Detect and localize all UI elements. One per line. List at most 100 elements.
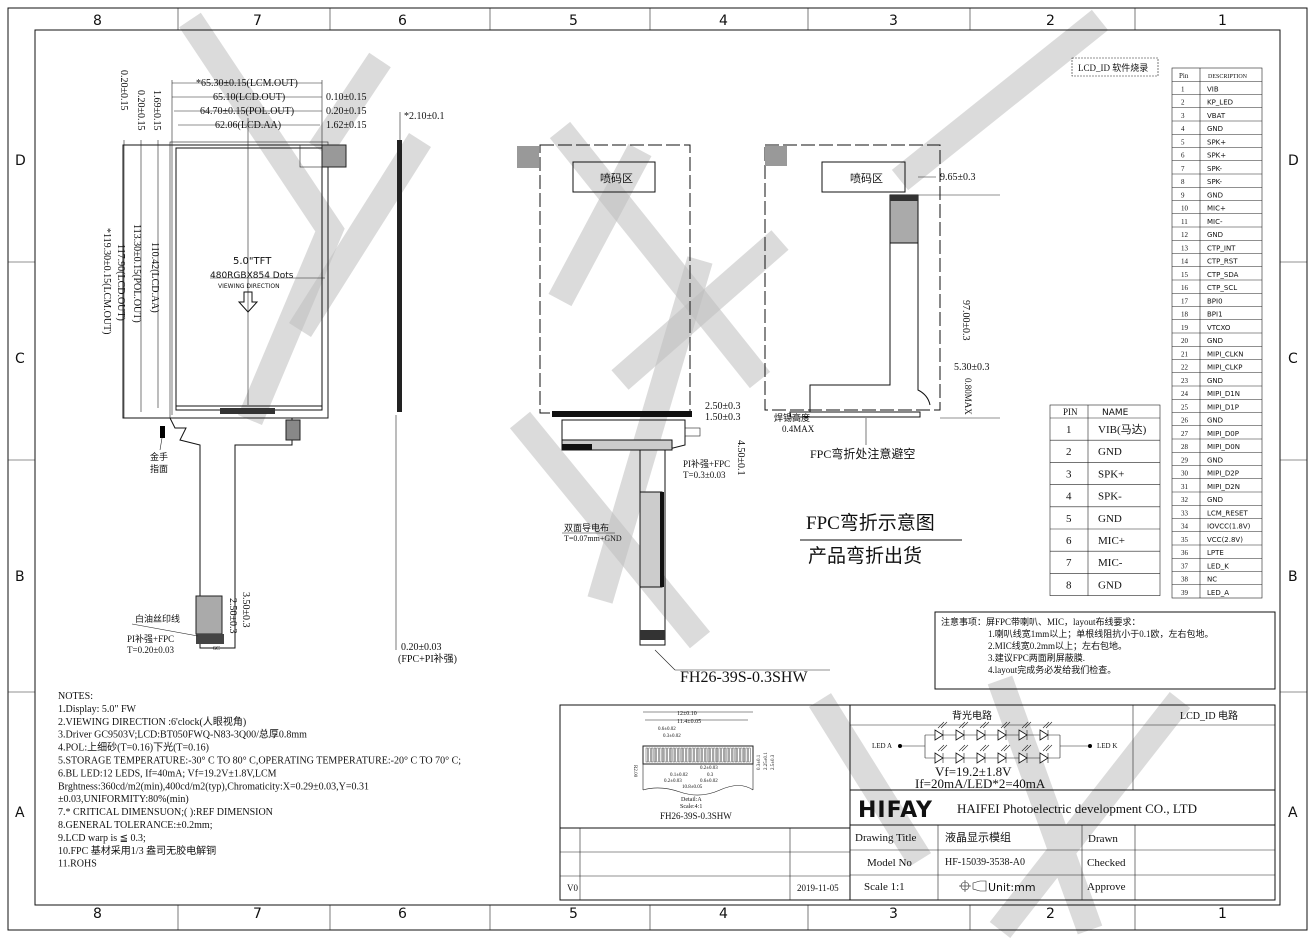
layout-note-4: 4.layout完成务必发给我们检查。 — [988, 664, 1116, 675]
pin-description: MIPI_D1P — [1207, 403, 1239, 411]
drawn-label: Drawn — [1088, 833, 1118, 845]
note-line: 5.STORAGE TEMPERATURE:-30° C TO 80° C,OP… — [58, 756, 461, 767]
note-line: 11.ROHS — [58, 859, 97, 870]
pin-description: GND — [1207, 191, 1223, 199]
backlight-header: 背光电路 — [952, 709, 992, 722]
frame-row-label: C — [1288, 351, 1298, 367]
pin-number: 38 — [1181, 576, 1189, 584]
pin-number: 19 — [1181, 324, 1189, 332]
pin-description: CTP_SDA — [1207, 271, 1239, 279]
pin-description: MIPI_D2N — [1207, 483, 1240, 491]
frame-row-label: B — [1288, 569, 1298, 585]
pin-number: 15 — [1181, 271, 1189, 279]
detail-dim-13: R2.00 — [632, 765, 637, 778]
pin-description: CTP_SCL — [1207, 284, 1237, 292]
general-notes: NOTES:1.Display: 5.0" FW2.VIEWING DIRECT… — [58, 691, 461, 870]
led-diode-icon — [1039, 744, 1053, 764]
pin-description: NC — [1207, 576, 1217, 584]
bend-diagram-title: FPC弯折示意图 — [806, 512, 935, 534]
dim-back-2: 4.50±0.1 — [735, 440, 746, 476]
dim-right-1: 0.20±0.15 — [326, 106, 367, 117]
led-diode-icon — [1018, 744, 1032, 764]
pin-description: MIPI_CLKP — [1207, 364, 1243, 372]
layout-notes: 注意事项：屏FPC带喇叭、MIC，layout布线要求： 1.喇叭线宽1mm以上… — [934, 611, 1276, 690]
pin-description: VIB — [1207, 85, 1219, 93]
pin-description: VCC(2.8V) — [1207, 536, 1243, 544]
pin-number: 35 — [1181, 536, 1189, 544]
frame-column-label: 4 — [719, 906, 728, 922]
detail-dim-8: 0.6±0.02 — [700, 779, 718, 784]
detail-dim-11: 2.25±0.1 — [764, 752, 769, 770]
note-line: 1.Display: 5.0" FW — [58, 704, 137, 715]
pin-name: VIB(马达) — [1098, 423, 1147, 436]
note-line: 4.POL:上细砂(T=0.16)下光(T=0.16) — [58, 741, 209, 754]
frame-column-label: 8 — [93, 13, 102, 29]
pin-description: SPK+ — [1207, 152, 1226, 160]
pin-table-row: 20 GND — [1181, 337, 1223, 345]
connector-detail: 12±0.10 11.4±0.05 0.6±0.02 0.3±0.02 0.2±… — [632, 711, 776, 821]
pin-number: 8 — [1066, 579, 1072, 591]
pin-description: CTP_INT — [1207, 244, 1236, 252]
frame-column-label: 7 — [253, 906, 262, 922]
bent-code-area-label: 喷码区 — [850, 172, 883, 185]
small-table-row: 1 VIB(马达) — [1066, 423, 1147, 436]
dim-right-0: 0.10±0.15 — [326, 92, 367, 103]
pin-number: 12 — [1181, 231, 1189, 239]
company-name: HAIFEI Photoelectric development CO., LT… — [957, 801, 1197, 816]
led-diode-icon — [997, 744, 1011, 764]
pin-number: 33 — [1181, 509, 1189, 517]
frame-row-label: A — [1288, 805, 1298, 821]
frame-column-label: 4 — [719, 13, 728, 29]
checked-label: Checked — [1087, 857, 1126, 869]
front-view: *65.30±0.15(LCM.OUT) 65.10(LCD.OUT) 64.7… — [101, 70, 367, 655]
pin-table-header-pin: Pin — [1179, 72, 1189, 80]
note-line: 6.BL LED:12 LEDS, If=40mA; Vf=19.2V±1.8V… — [58, 768, 277, 779]
pin-number: 34 — [1181, 523, 1189, 531]
led-diode-icon — [955, 721, 969, 741]
pin-description: GND — [1207, 337, 1223, 345]
conductive-cloth-label: 双面导电布 — [564, 522, 609, 533]
pin-number: 6 — [1181, 152, 1185, 160]
title-block: 12±0.10 11.4±0.05 0.6±0.02 0.3±0.02 0.2±… — [559, 704, 1276, 901]
frame-column-label: 7 — [253, 13, 262, 29]
pin-description: SPK- — [1207, 178, 1223, 186]
dim-left-top-1: 0.20±0.15 — [135, 90, 146, 131]
pin-number: 1 — [1066, 424, 1072, 436]
pin-number: 20 — [1181, 337, 1189, 345]
pin-description: MIPI_D0N — [1207, 443, 1240, 451]
pin-description: MIPI_D0P — [1207, 430, 1239, 438]
projection-symbol-icon — [959, 880, 987, 892]
model-number: HF-15039-3538-A0 — [945, 857, 1025, 868]
revision: V0 — [567, 883, 578, 893]
pin-description: BPI0 — [1207, 297, 1223, 305]
detail-dim-2: 0.6±0.02 — [658, 727, 676, 732]
scale: Scale 1:1 — [864, 881, 905, 893]
pin-description: MIPI_D1N — [1207, 390, 1240, 398]
dim-lcd-width: 65.10(LCD.OUT) — [213, 92, 285, 103]
dim-lcm-height: *119.30±0.15(LCM.OUT) — [101, 228, 112, 335]
resolution-label: 480RGBX854 Dots — [210, 271, 294, 281]
detail-dim-0: 12±0.10 — [677, 711, 697, 717]
frame-row-label: D — [1288, 153, 1299, 169]
dim-pol-width: 64.70±0.15(POL.OUT) — [200, 106, 294, 117]
pin-number: 36 — [1181, 549, 1189, 557]
frame-column-label: 6 — [398, 13, 407, 29]
pin-name: SPK+ — [1098, 468, 1124, 480]
dim-thickness: *2.10±0.1 — [404, 111, 445, 122]
